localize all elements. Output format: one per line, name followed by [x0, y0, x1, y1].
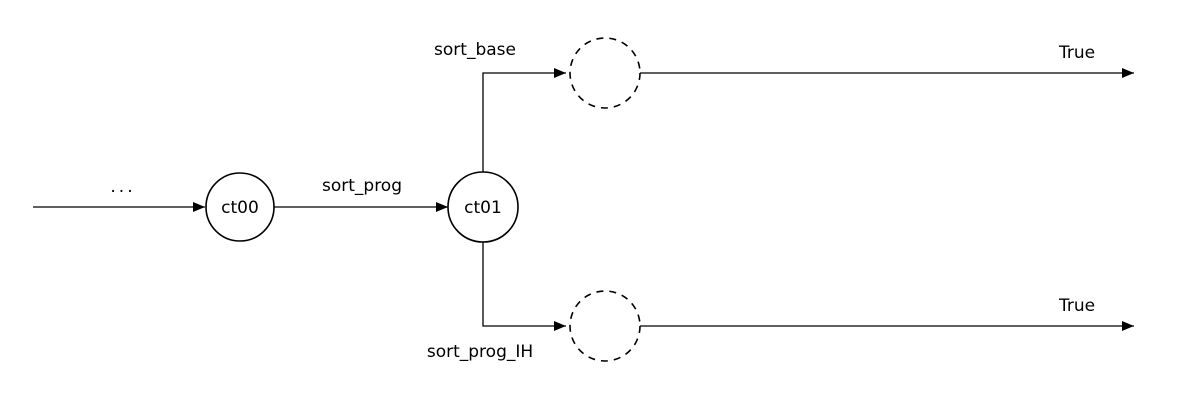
- node-ct00-label: ct00: [221, 198, 259, 218]
- edge-ct01-upper: [482, 68, 566, 172]
- node-upper-placeholder: [569, 37, 641, 109]
- node-lower-placeholder: [569, 290, 641, 362]
- edge-ct01-lower: [482, 242, 566, 331]
- edge-ct00-ct01-label: sort_prog: [322, 176, 402, 196]
- edge-upper-out-label: True: [1058, 43, 1095, 63]
- edge-lower-out-label: True: [1058, 296, 1095, 316]
- entry-ellipsis-label: ...: [110, 177, 135, 197]
- edge-ct01-lower-label: sort_prog_IH: [427, 342, 533, 362]
- node-ct01-label: ct01: [464, 198, 502, 218]
- edge-ct01-upper-label: sort_base: [434, 40, 516, 60]
